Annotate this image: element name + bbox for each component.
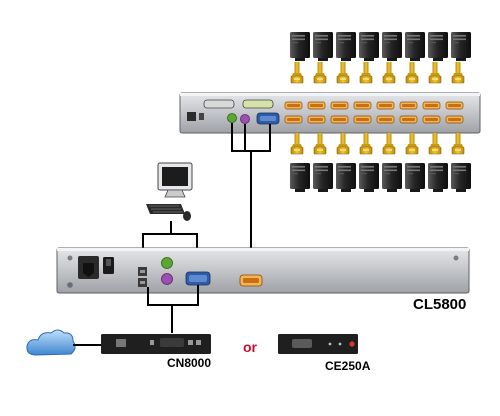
extender-a-label: CN8000: [167, 356, 212, 370]
main-kvm-unit: [56, 247, 470, 294]
monitor-icon: [157, 162, 193, 198]
mouse-icon: [183, 211, 191, 221]
power-switch: [103, 257, 114, 274]
server-tower-icon: [290, 32, 471, 61]
keyboard-icon: [146, 204, 185, 214]
usb-ports: [138, 267, 147, 287]
ce250a-extender: [278, 334, 358, 354]
db9-port: [239, 274, 263, 287]
main-unit-label: CL5800: [413, 296, 467, 313]
vga-port: [185, 271, 211, 286]
ps2-port-green: [227, 113, 237, 123]
server-cable-top: [290, 61, 465, 84]
console-cable: [142, 221, 198, 249]
ps2-port-purple: [240, 114, 250, 124]
cn8000-extender: [101, 334, 211, 354]
kvm-switch-chassis: [179, 92, 481, 134]
cloud-icon: [26, 329, 76, 356]
unit-to-extender-cable: [147, 285, 199, 333]
monitor-keyboard-mouse-icon: [146, 162, 193, 221]
extender-b-label: CE250A: [325, 359, 371, 373]
separator-label: or: [243, 339, 257, 355]
power-socket: [78, 256, 99, 279]
vga-port: [256, 112, 280, 125]
ps2-port-green: [161, 257, 173, 269]
server-tower-icon: [290, 163, 471, 192]
ps2-port-purple: [161, 273, 173, 285]
server-cable-bottom: [290, 132, 465, 155]
